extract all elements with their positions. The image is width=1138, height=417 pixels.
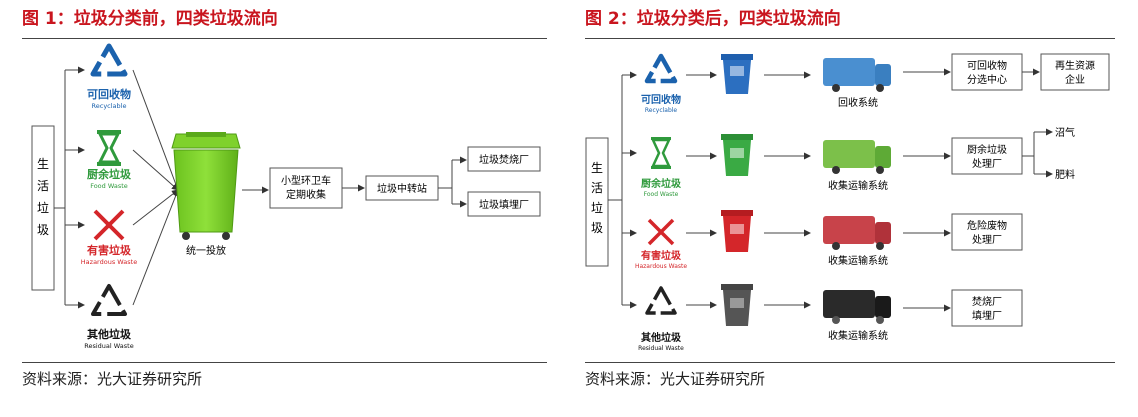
origin-char: 圾 [591, 221, 603, 235]
landfill-box [467, 191, 541, 217]
blue-bin-icon [721, 54, 753, 94]
figure2-diagram: 生 活 垃 圾 可回收物 Recyclable 回收系统 可回收物 分选中心 再… [585, 53, 1110, 352]
category-label: 有害垃圾 [641, 249, 682, 262]
category-label-en: Food Waste [90, 182, 128, 190]
category-label-en: Recyclable [645, 107, 678, 114]
box-line: 垃圾填埋厂 [479, 198, 529, 211]
box-line: 定期收集 [286, 188, 326, 201]
origin-char: 生 [591, 161, 603, 175]
system-label: 收集运输系统 [828, 329, 888, 342]
category-label: 可回收物 [641, 93, 681, 106]
incineration-box [467, 146, 541, 172]
category-label: 可回收物 [87, 87, 131, 101]
system-label: 回收系统 [838, 96, 878, 109]
recycle-icon [644, 53, 678, 84]
transfer-station-box [365, 175, 439, 201]
food-waste-plant-box [951, 137, 1023, 175]
figure1-diagram: 生 活 垃 圾 可回收物 Recyclable 厨余垃圾 Food Waste … [31, 43, 541, 350]
category-label-en: Residual Waste [84, 342, 133, 350]
split-bracket [1022, 128, 1053, 178]
red-truck-icon [823, 216, 891, 250]
box-line: 危险废物 [967, 219, 1007, 232]
recycle-icon [90, 43, 128, 77]
figure2-source-rule [585, 362, 1115, 363]
sorting-center-box [951, 53, 1023, 91]
bin-label: 统一投放 [186, 244, 226, 257]
hourglass-icon [651, 137, 671, 169]
category-label-en: Food Waste [644, 191, 679, 198]
recycle-outline-icon [91, 284, 127, 316]
cross-icon [93, 209, 125, 241]
figure2-source: 资料来源：光大证券研究所 [585, 370, 766, 388]
category-label-en: Hazardous Waste [635, 263, 687, 270]
hazardous-plant-box [951, 213, 1023, 251]
origin-char: 圾 [37, 223, 49, 237]
origin-char: 生 [37, 157, 49, 171]
figure1-source-rule [22, 362, 547, 363]
system-label: 收集运输系统 [828, 254, 888, 267]
output-label: 沼气 [1055, 126, 1075, 139]
box-line: 再生资源 [1055, 59, 1095, 72]
origin-char: 垃 [591, 200, 603, 215]
box-line: 填埋厂 [972, 309, 1002, 322]
red-bin-icon [721, 210, 753, 252]
truck-collection-box [269, 167, 343, 209]
recycle-outline-icon [645, 286, 677, 315]
origin-char: 活 [591, 181, 603, 195]
category-label-en: Residual Waste [638, 345, 684, 352]
box-line: 处理厂 [972, 158, 1002, 170]
green-bin-icon [721, 134, 753, 176]
category-label-en: Recyclable [92, 102, 127, 110]
origin-bracket [608, 71, 637, 309]
box-line: 焚烧厂 [972, 295, 1002, 308]
category-label-en: Hazardous Waste [81, 258, 137, 266]
figure1-source: 资料来源：光大证券研究所 [22, 370, 203, 388]
system-label: 收集运输系统 [828, 179, 888, 192]
recycling-enterprise-box [1040, 53, 1110, 91]
box-line: 厨余垃圾 [967, 143, 1007, 156]
figure1-title-rule [22, 38, 547, 39]
hourglass-icon [97, 130, 121, 166]
category-label: 其他垃圾 [87, 327, 132, 341]
category-label: 其他垃圾 [641, 331, 682, 344]
incineration-landfill-box [951, 289, 1023, 327]
box-line: 小型环卫车 [281, 174, 331, 187]
box-line: 分选中心 [967, 73, 1007, 86]
box-line: 处理厂 [972, 234, 1002, 246]
figure2-title: 图 2：垃圾分类后，四类垃圾流向 [585, 9, 841, 29]
category-label: 厨余垃圾 [87, 167, 132, 181]
figure2-title-rule [585, 38, 1115, 39]
cross-icon [647, 218, 675, 246]
blue-truck-icon [823, 58, 891, 92]
unified-bin-icon [171, 132, 241, 240]
origin-char: 活 [37, 179, 49, 193]
origin-box [585, 137, 609, 267]
box-line: 可回收物 [967, 59, 1007, 72]
figure1-title: 图 1：垃圾分类前，四类垃圾流向 [22, 9, 278, 29]
origin-bracket [54, 66, 85, 309]
origin-char: 垃 [37, 200, 49, 215]
black-truck-icon [823, 290, 891, 324]
converge-arrows [132, 69, 180, 306]
gray-bin-icon [721, 284, 753, 326]
box-line: 垃圾焚烧厂 [479, 153, 529, 166]
split-bracket [438, 156, 467, 208]
output-label: 肥料 [1055, 168, 1075, 181]
box-line: 企业 [1065, 73, 1085, 86]
box-line: 垃圾中转站 [377, 182, 427, 195]
category-label: 有害垃圾 [87, 243, 132, 257]
category-label: 厨余垃圾 [641, 177, 682, 190]
green-truck-icon [823, 140, 891, 174]
